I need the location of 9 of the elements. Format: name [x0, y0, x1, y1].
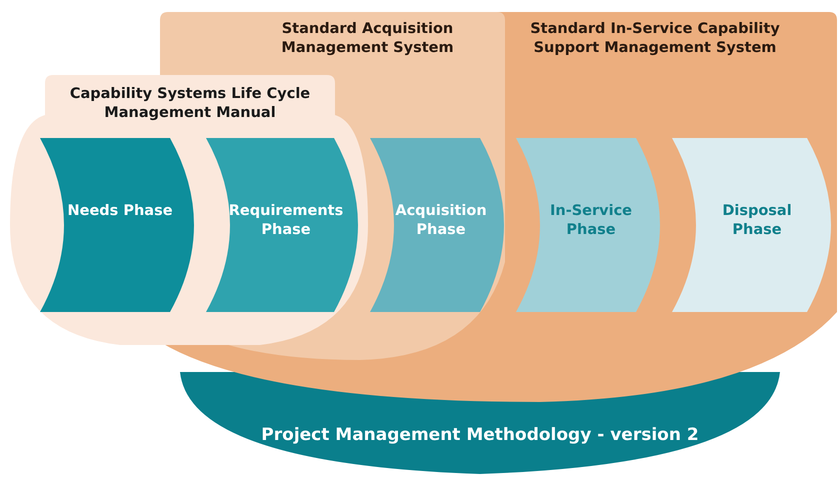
phase-label: Disposal Phase: [721, 202, 793, 240]
band-title: Project Management Methodology - version 2: [260, 424, 700, 446]
panel-title: Standard Acquisition Management System: [280, 20, 455, 58]
phase-label: Requirements Phase: [228, 202, 344, 240]
phase-label: Needs Phase: [66, 202, 174, 221]
panel-title: Standard In-Service Capability Support Management System: [529, 20, 781, 58]
panel-title: Capability Systems Life Cycle Management Manual: [68, 85, 312, 123]
phase-label: Acquisition Phase: [394, 202, 488, 240]
phase-label: In-Service Phase: [548, 202, 633, 240]
